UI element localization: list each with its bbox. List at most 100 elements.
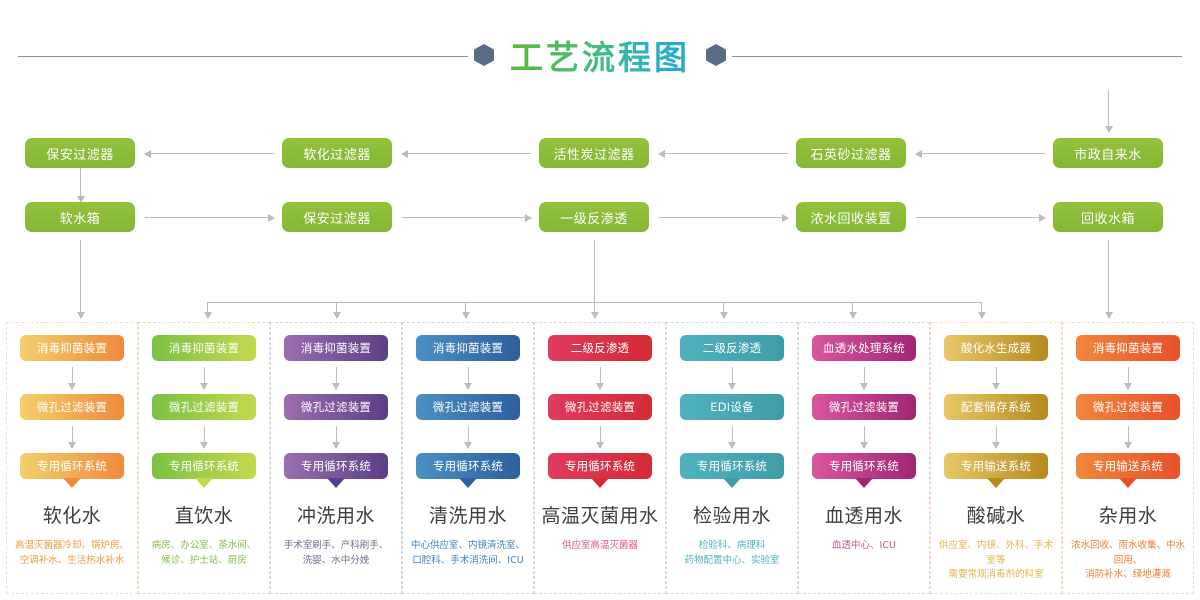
product-name: 血透用水 [824, 505, 903, 527]
product-description: 浓水回收、雨水收集、中水回用、 消防补水、绿地灌溉 [1070, 540, 1185, 581]
stage-box[interactable]: 专用循环系统 [812, 453, 916, 479]
stage-box[interactable]: 专用循环系统 [548, 453, 652, 479]
product-name: 清洗用水 [428, 505, 507, 527]
branch-to-column-2 [203, 302, 212, 319]
connector-source-to-municipal [1104, 90, 1113, 133]
stage-box[interactable]: 酸化水生成器 [944, 335, 1048, 361]
flow-box-recovery-tank[interactable]: 回收水箱 [1053, 202, 1163, 232]
stage-box-label: 专用循环系统 [36, 459, 108, 473]
stage-connector-arrow-icon [332, 367, 340, 390]
stage-box-label: 微孔过滤装置 [564, 400, 636, 414]
stage-box-label: 消毒抑菌装置 [1092, 341, 1164, 355]
product-description: 血透中心、ICU [832, 540, 896, 551]
stage-box-label: 配套储存系统 [960, 400, 1032, 414]
stage-box[interactable]: 微孔过滤装置 [548, 394, 652, 420]
water-type-column: 消毒抑菌装置微孔过滤装置专用输送系统杂用水浓水回收、雨水收集、中水回用、 消防补… [1062, 322, 1194, 594]
stage-box[interactable]: 消毒抑菌装置 [20, 335, 124, 361]
branch-to-column-5 [590, 302, 599, 319]
stage-box-label: 二级反渗透 [570, 341, 630, 355]
connector-ro-to-concentrate [659, 213, 789, 222]
flow-box-softening-filter[interactable]: 软化过滤器 [282, 138, 392, 168]
stage-connector-arrow-icon [68, 426, 76, 449]
flow-box-soft-water-tank[interactable]: 软水箱 [25, 202, 135, 232]
stage-box[interactable]: 消毒抑菌装置 [1076, 335, 1180, 361]
product-description: 病房、办公室、茶水间、 候诊、护士站、厨房 [151, 540, 257, 566]
stage-box[interactable]: 专用循环系统 [680, 453, 784, 479]
flow-box-municipal-water[interactable]: 市政自来水 [1053, 138, 1163, 168]
stage-box[interactable]: 消毒抑菌装置 [152, 335, 256, 361]
product-name: 冲洗用水 [296, 505, 375, 527]
stage-box[interactable]: 微孔过滤装置 [152, 394, 256, 420]
stage-box-label: 消毒抑菌装置 [432, 341, 504, 355]
product-description: 供应室高温灭菌器 [561, 540, 638, 551]
stage-box-label: 消毒抑菌装置 [168, 341, 240, 355]
stage-connector-arrow-icon [728, 367, 736, 390]
stage-box[interactable]: 微孔过滤装置 [284, 394, 388, 420]
stage-box[interactable]: 消毒抑菌装置 [284, 335, 388, 361]
water-type-column: 消毒抑菌装置微孔过滤装置专用循环系统冲洗用水手术室刷手、产科刷手、 洗婴、水中分… [270, 322, 402, 594]
stage-box-label: 酸化水生成器 [960, 341, 1032, 355]
stage-box[interactable]: 专用输送系统 [1076, 453, 1180, 479]
top-flow-section: 保安过滤器 软化过滤器 活性炭过滤器 石英砂过滤器 市政自来水 软水箱 保安过滤… [0, 90, 1200, 248]
stage-box[interactable]: 配套储存系统 [944, 394, 1048, 420]
stage-connector-arrow-icon [1124, 367, 1132, 390]
product-description: 供应室、内镜、外科、手术室等 需要常规消毒剂的科室 [938, 540, 1053, 581]
branch-to-column-6 [719, 302, 728, 319]
stage-box[interactable]: 血透水处理系统 [812, 335, 916, 361]
water-type-column: 消毒抑菌装置微孔过滤装置专用循环系统直饮水病房、办公室、茶水间、 候诊、护士站、… [138, 322, 270, 594]
stage-box[interactable]: 专用循环系统 [284, 453, 388, 479]
stage-box-label: 专用循环系统 [432, 459, 504, 473]
stage-box[interactable]: 二级反渗透 [548, 335, 652, 361]
water-type-columns: 消毒抑菌装置微孔过滤装置专用循环系统软化水高温灭菌器冷却、锅炉房、 空调补水、生… [6, 322, 1194, 594]
flow-box-concentrate-recovery[interactable]: 浓水回收装置 [796, 202, 906, 232]
connector-softtank-to-baoan2 [145, 213, 275, 222]
connector-municipal-to-quartz [915, 149, 1045, 158]
flow-box-baoan-filter-2[interactable]: 保安过滤器 [282, 202, 392, 232]
stage-box[interactable]: 微孔过滤装置 [416, 394, 520, 420]
stage-connector-arrow-icon [992, 367, 1000, 390]
connector-baoan-to-softtank [76, 168, 85, 203]
stage-box[interactable]: 专用输送系统 [944, 453, 1048, 479]
stage-box[interactable]: 微孔过滤装置 [1076, 394, 1180, 420]
stage-box-label: 专用输送系统 [960, 459, 1032, 473]
stage-connector-arrow-icon [200, 426, 208, 449]
connector-carbon-to-softening [401, 149, 531, 158]
stage-box-label: 消毒抑菌装置 [36, 341, 108, 355]
stage-box[interactable]: 专用循环系统 [416, 453, 520, 479]
hexagon-dot-right-icon [706, 44, 726, 66]
stage-box-label: 专用循环系统 [828, 459, 900, 473]
stage-connector-arrow-icon [860, 426, 868, 449]
stage-connector-arrow-icon [1124, 426, 1132, 449]
product-description: 手术室刷手、产科刷手、 洗婴、水中分娩 [283, 540, 389, 566]
product-name: 检验用水 [692, 505, 771, 527]
stage-box-label: 专用循环系统 [696, 459, 768, 473]
flow-box-quartz-sand[interactable]: 石英砂过滤器 [796, 138, 906, 168]
connector-concentrate-to-recovery [916, 213, 1046, 222]
stage-box[interactable]: 微孔过滤装置 [20, 394, 124, 420]
stage-box[interactable]: 专用循环系统 [20, 453, 124, 479]
stage-box[interactable]: 专用循环系统 [152, 453, 256, 479]
stage-connector-arrow-icon [728, 426, 736, 449]
stage-box-label: 专用循环系统 [564, 459, 636, 473]
branch-to-column-1 [76, 240, 85, 319]
stage-connector-arrow-icon [464, 426, 472, 449]
stage-box[interactable]: 微孔过滤装置 [812, 394, 916, 420]
water-type-column: 消毒抑菌装置微孔过滤装置专用循环系统软化水高温灭菌器冷却、锅炉房、 空调补水、生… [6, 322, 138, 594]
product-description: 高温灭菌器冷却、锅炉房、 空调补水、生活热水补水 [14, 540, 129, 566]
product-description: 中心供应室、内镜清洗室、 口腔科、手术消洗间、ICU [410, 540, 525, 566]
flow-box-primary-ro[interactable]: 一级反渗透 [539, 202, 649, 232]
stage-box-label: 微孔过滤装置 [1092, 400, 1164, 414]
stage-connector-arrow-icon [332, 426, 340, 449]
flow-box-activated-carbon[interactable]: 活性炭过滤器 [539, 138, 649, 168]
branch-to-column-9 [1104, 240, 1113, 319]
water-type-column: 消毒抑菌装置微孔过滤装置专用循环系统清洗用水中心供应室、内镜清洗室、 口腔科、手… [402, 322, 534, 594]
stage-box[interactable]: 消毒抑菌装置 [416, 335, 520, 361]
stage-connector-arrow-icon [596, 367, 604, 390]
branch-to-column-3 [332, 302, 341, 319]
flow-box-baoan-filter-1[interactable]: 保安过滤器 [25, 138, 135, 168]
stage-box[interactable]: 二级反渗透 [680, 335, 784, 361]
title-rule-right [732, 55, 1182, 57]
stage-box[interactable]: EDI设备 [680, 394, 784, 420]
product-name: 高温灭菌用水 [541, 505, 659, 527]
